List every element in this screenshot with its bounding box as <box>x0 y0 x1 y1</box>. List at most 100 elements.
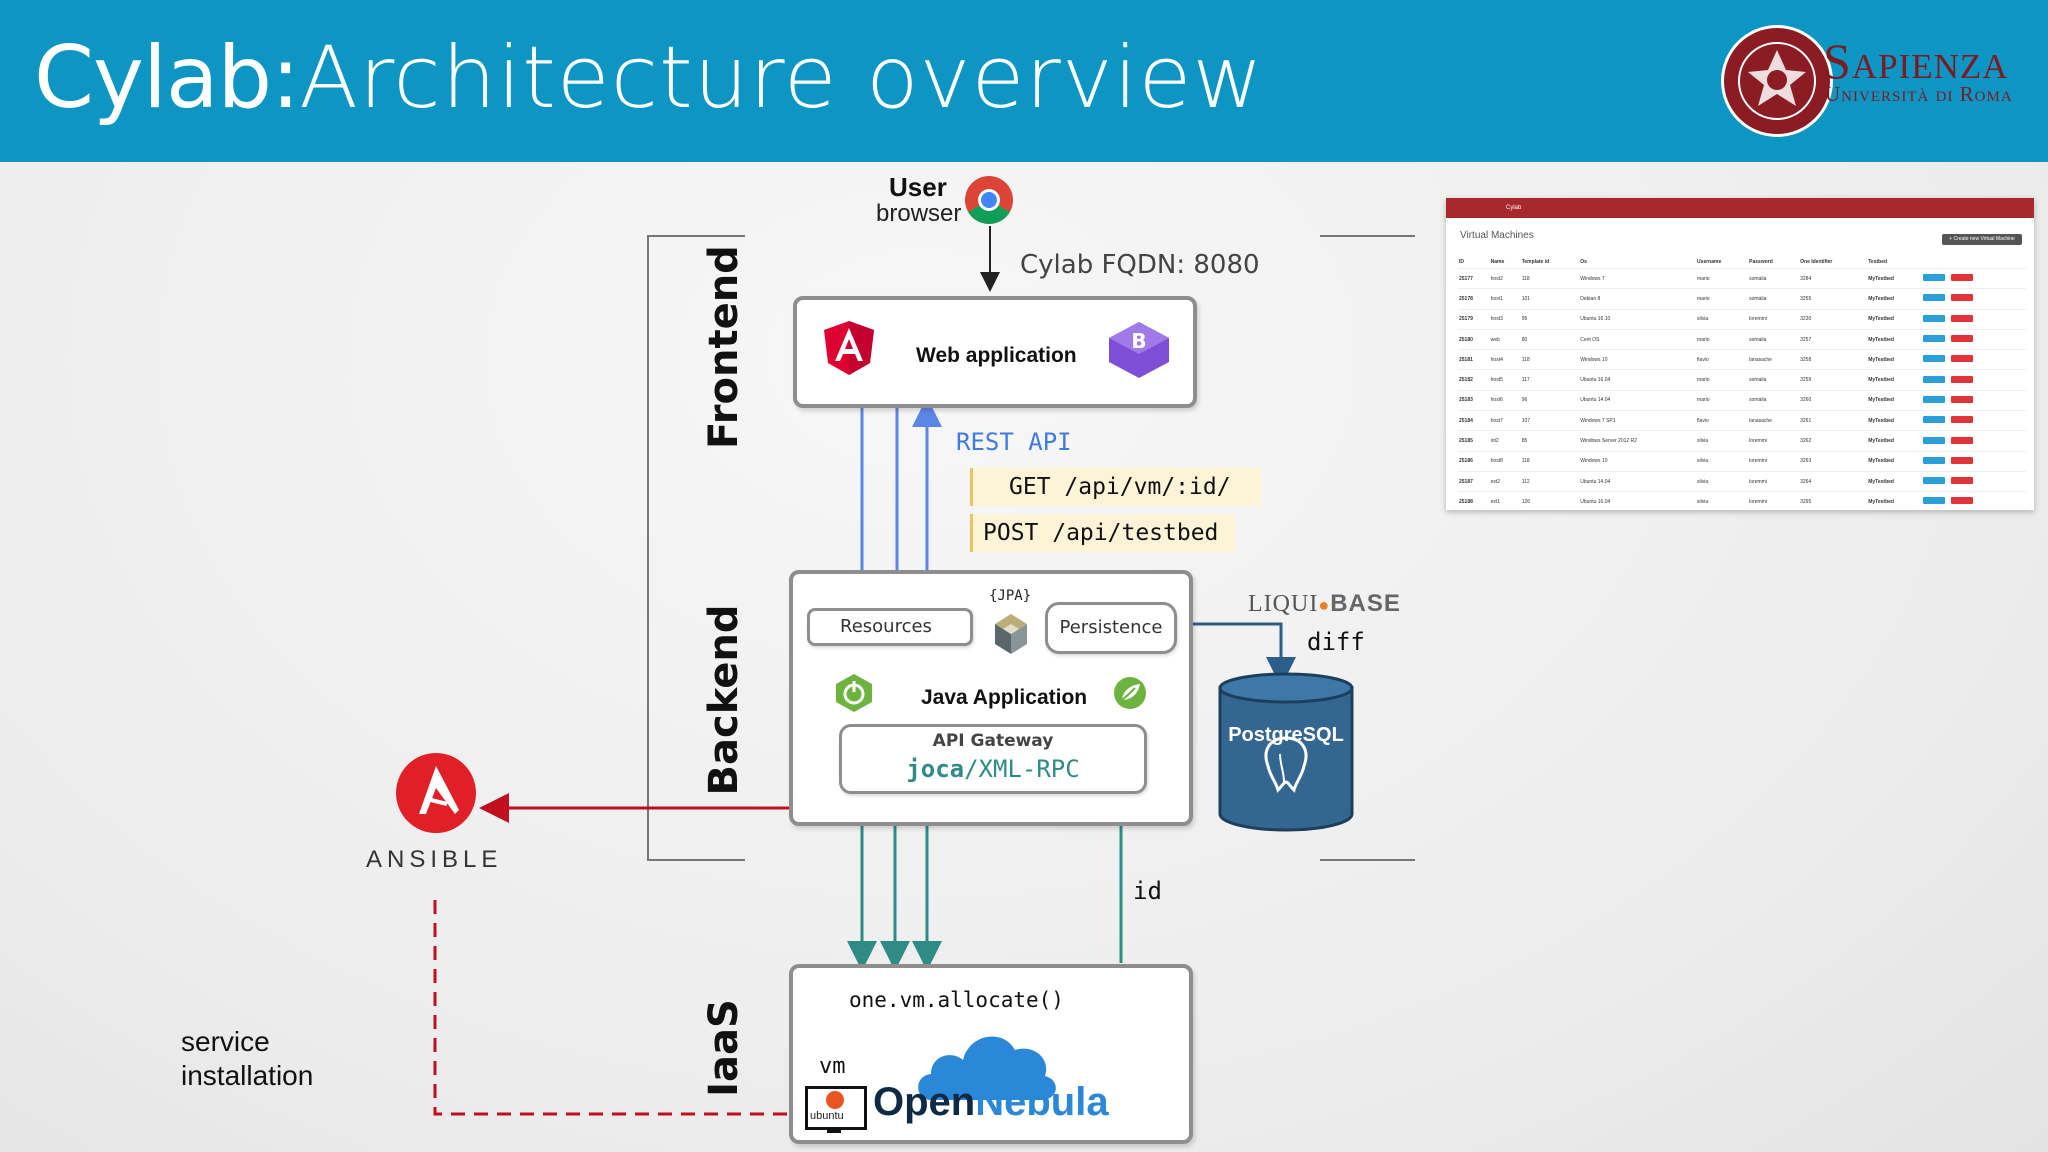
service-installation-line1: service <box>181 1026 270 1057</box>
table-cell: host5 <box>1489 369 1521 391</box>
resources-component: Resources <box>807 608 973 646</box>
jpa-label: {JPA} <box>989 588 1032 604</box>
table-cell: 95 <box>1520 308 1580 330</box>
table-cell: host4 <box>1489 349 1521 370</box>
table-cell: 118 <box>1520 349 1580 370</box>
table-cell: host7 <box>1489 410 1521 431</box>
table-cell: 25185 <box>1458 430 1490 452</box>
col-header: Template id <box>1521 259 1550 265</box>
table-cell: loremmi <box>1748 491 1800 510</box>
table-cell: MyTestbed <box>1867 410 1923 431</box>
delete-button <box>1951 436 1974 444</box>
col-header: Name <box>1490 259 1505 265</box>
layer-label-iaas: IaaS <box>701 999 747 1097</box>
table-cell: flavio <box>1696 410 1749 431</box>
table-cell: 3260 <box>1799 389 1868 411</box>
rest-api-label: REST API <box>956 428 1072 456</box>
table-cell: MyTestbed <box>1867 389 1923 411</box>
col-header: Password <box>1749 259 1773 265</box>
api-gateway-label: API Gateway <box>932 731 1054 751</box>
screenshot-create-button: + Create new Virtual Machine <box>1942 234 2022 245</box>
screenshot-title: Virtual Machines <box>1460 230 1534 241</box>
table-cell: MyTestbed <box>1867 349 1923 370</box>
opennebula-nebula: Nebula <box>975 1080 1109 1124</box>
delete-button <box>1951 335 1974 343</box>
table-cell: MyTestbed <box>1867 288 1923 310</box>
row-actions <box>1922 470 2026 492</box>
table-cell: silvia <box>1696 308 1749 330</box>
table-cell: web <box>1489 328 1521 350</box>
row-actions <box>1922 491 2026 510</box>
university-subtitle: Università di Roma <box>1825 82 2013 106</box>
table-cell: ext2 <box>1489 470 1521 492</box>
table-cell: mario <box>1696 267 1749 289</box>
ansible-label: ANSIBLE <box>366 846 503 873</box>
table-cell: 3257 <box>1799 328 1868 350</box>
browser-label: browser <box>876 200 962 227</box>
table-cell: host2 <box>1489 267 1521 289</box>
table-cell: Windows 7 <box>1579 267 1697 289</box>
table-cell: 25183 <box>1458 389 1490 411</box>
row-actions <box>1922 267 2026 289</box>
user-label: User <box>889 172 947 202</box>
api-gateway-tech: joca/XML-RPC <box>842 755 1144 783</box>
row-actions <box>1922 410 2026 431</box>
table-cell: host1 <box>1489 288 1521 310</box>
table-cell: 3261 <box>1799 410 1868 431</box>
university-name: Sapienza <box>1823 33 2009 89</box>
delete-button <box>1951 395 1974 403</box>
table-cell: 96 <box>1520 389 1580 411</box>
layer-label-backend: Backend <box>701 604 747 796</box>
table-cell: ext1 <box>1489 491 1521 510</box>
table-cell: 25184 <box>1458 410 1490 431</box>
api-gateway-tech-joca: joca <box>906 755 965 783</box>
sapienza-seal-icon <box>1721 25 1833 137</box>
svg-text:B: B <box>1131 329 1146 353</box>
table-cell: lanasache <box>1748 410 1800 431</box>
table-cell: loremmi <box>1748 470 1800 492</box>
col-header: Os <box>1580 259 1587 265</box>
table-cell: 25187 <box>1458 470 1490 492</box>
vnc-button <box>1923 395 1946 403</box>
table-cell: host3 <box>1489 308 1521 330</box>
table-cell: Cent OS <box>1579 328 1697 350</box>
table-cell: Windows 10 <box>1579 450 1697 472</box>
row-actions <box>1922 328 2026 350</box>
vnc-button <box>1923 375 1946 383</box>
vnc-button <box>1923 416 1946 424</box>
vnc-button <box>1923 456 1946 464</box>
vnc-button <box>1923 436 1946 444</box>
liquibase-drop-icon: ● <box>1318 595 1331 615</box>
table-cell: mario <box>1696 328 1749 350</box>
iaas-box: one.vm.allocate() vm ubuntu OpenNebula <box>789 964 1193 1144</box>
cylab-webapp-screenshot: Cylab Virtual Machines + Create new Virt… <box>1446 198 2034 510</box>
table-cell: 118 <box>1520 450 1580 472</box>
delete-button <box>1951 456 1974 464</box>
persistence-link <box>1168 622 1296 687</box>
delete-button <box>1951 477 1974 485</box>
slide-title-project: Cylab: <box>34 28 300 128</box>
table-cell: 3255 <box>1799 288 1868 310</box>
api-gateway-tech-xmlrpc: /XML-RPC <box>964 755 1080 783</box>
table-cell: loremmi <box>1748 450 1800 472</box>
vm-label: vm <box>819 1054 846 1079</box>
col-header: Username <box>1697 259 1722 265</box>
table-cell: loremmi <box>1748 308 1800 330</box>
ubuntu-icon <box>826 1091 844 1109</box>
table-cell: Debian 8 <box>1579 288 1697 310</box>
table-cell: mario <box>1696 369 1749 391</box>
table-cell: MyTestbed <box>1867 328 1923 350</box>
table-cell: Windows Server 2012 R2 <box>1579 430 1697 452</box>
delete-button <box>1951 497 1974 505</box>
table-cell: silvia <box>1696 450 1749 472</box>
table-cell: silvia <box>1696 430 1749 452</box>
ubuntu-vm-stand <box>827 1127 841 1133</box>
screenshot-vm-table: ID Name Template id Os Username Password… <box>1458 256 2026 510</box>
layer-bracket-left <box>647 235 745 861</box>
col-header: One Identifier <box>1800 259 1833 265</box>
table-cell: 126 <box>1520 491 1580 510</box>
service-installation-link <box>433 900 800 1116</box>
